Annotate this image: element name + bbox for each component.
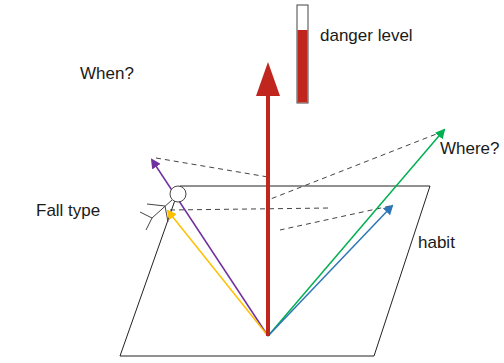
habit-arrow — [268, 206, 392, 336]
fallen-person — [140, 186, 186, 230]
danger-arrow-shaft — [266, 92, 270, 336]
axis-label: habit — [418, 234, 455, 253]
gauge-label: danger level — [320, 27, 413, 46]
when-arrow — [152, 160, 268, 336]
axis-label: Where? — [440, 140, 500, 159]
axis-label: Fall type — [36, 202, 100, 221]
danger-gauge — [297, 5, 308, 103]
danger-gauge-fill — [298, 30, 308, 103]
fall-type-arrow — [168, 211, 268, 336]
danger-arrow-head — [256, 62, 280, 96]
axis-label: When? — [80, 65, 134, 84]
where-arrow — [268, 130, 444, 336]
ground-plane — [120, 186, 430, 356]
